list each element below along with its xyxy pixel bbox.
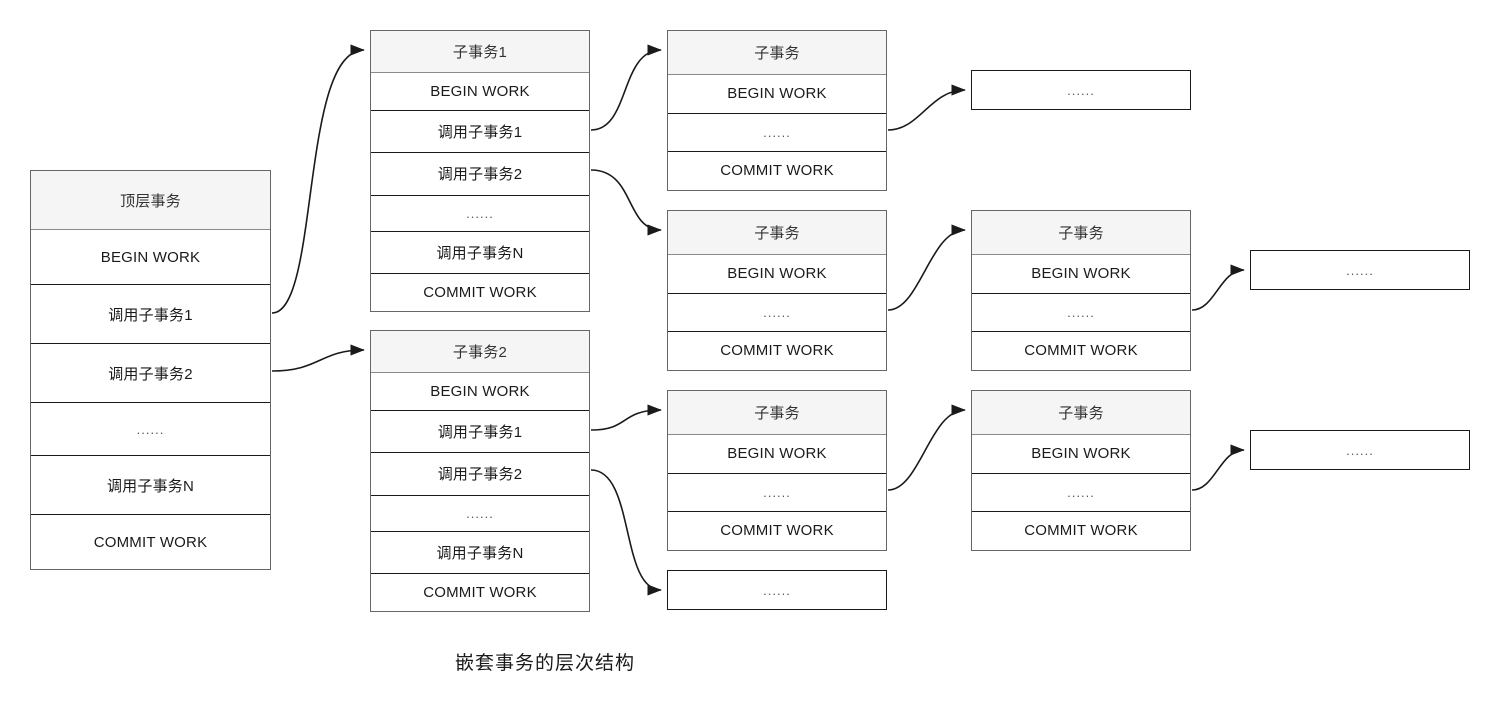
edge-top-call1-to-sub1 — [271, 44, 365, 314]
sub-transaction-c3-a-row: BEGIN WORK — [668, 74, 886, 114]
sub-transaction-c3-b-row: COMMIT WORK — [668, 331, 886, 370]
sub-transaction-c4-b-row: COMMIT WORK — [972, 511, 1190, 550]
top-transaction-title: 顶层事务 — [31, 171, 270, 230]
sub-transaction-c4-a-row: BEGIN WORK — [972, 254, 1190, 294]
edge-sub2-call1-to-c3c — [590, 404, 662, 431]
ellipsis-box-c5-mid: ...... — [1250, 250, 1470, 290]
top-transaction-row: 调用子事务2 — [31, 344, 270, 403]
sub-transaction-c4-b-row: ...... — [972, 474, 1190, 512]
sub-transaction-2-row: 调用子事务1 — [371, 411, 589, 454]
edge-c3a-dots-to-c4top — [887, 84, 966, 131]
sub-transaction-c4-b-row: BEGIN WORK — [972, 434, 1190, 474]
sub-transaction-c3-b-title: 子事务 — [668, 211, 886, 255]
sub-transaction-c3-b-row: ...... — [668, 294, 886, 332]
sub-transaction-2-title: 子事务2 — [371, 331, 589, 374]
sub-transaction-2-row: ...... — [371, 495, 589, 532]
sub-transaction-1-title: 子事务1 — [371, 31, 589, 74]
edge-c3b-dots-to-c4a — [887, 224, 966, 311]
sub-transaction-c4-a-row: COMMIT WORK — [972, 331, 1190, 370]
edge-sub1-call1-to-c3a — [590, 44, 662, 131]
sub-transaction-c3-b-row: BEGIN WORK — [668, 254, 886, 294]
ellipsis-box-c3-row: ...... — [668, 571, 886, 609]
sub-transaction-2-row: 调用子事务N — [371, 531, 589, 574]
diagram-caption: 嵌套事务的层次结构 — [454, 653, 635, 674]
sub-transaction-c3-c-row: ...... — [668, 474, 886, 512]
ellipsis-box-c4-top-row: ...... — [972, 71, 1190, 109]
sub-transaction-c3-a-title: 子事务 — [668, 31, 886, 75]
sub-transaction-c4-a-row: ...... — [972, 294, 1190, 332]
sub-transaction-1-row: 调用子事务1 — [371, 111, 589, 154]
sub-transaction-c4-a-title: 子事务 — [972, 211, 1190, 255]
edge-c3c-dots-to-c4b — [887, 404, 966, 491]
top-transaction-row: 调用子事务1 — [31, 285, 270, 344]
top-transaction-row: 调用子事务N — [31, 456, 270, 515]
sub-transaction-2-row: 调用子事务2 — [371, 453, 589, 496]
sub-transaction-c3-c-title: 子事务 — [668, 391, 886, 435]
edge-sub2-call2-to-c3-dots — [590, 469, 662, 596]
ellipsis-box-c4-top: ...... — [971, 70, 1191, 110]
sub-transaction-c3-a-row: COMMIT WORK — [668, 151, 886, 190]
ellipsis-box-c3: ...... — [667, 570, 887, 610]
sub-transaction-c4-b-title: 子事务 — [972, 391, 1190, 435]
top-transaction-row: COMMIT WORK — [31, 515, 270, 569]
sub-transaction-1-row: 调用子事务N — [371, 231, 589, 274]
sub-transaction-1-row: 调用子事务2 — [371, 153, 589, 196]
top-transaction-row: ...... — [31, 403, 270, 456]
sub-transaction-c3-a-row: ...... — [668, 114, 886, 152]
edge-top-call2-to-sub2 — [271, 344, 365, 372]
edge-c4a-dots-to-c5mid — [1191, 264, 1245, 311]
ellipsis-box-c5-bottom: ...... — [1250, 430, 1470, 470]
edge-sub1-call2-to-c3b — [590, 169, 662, 236]
ellipsis-box-c5-mid-row: ...... — [1251, 251, 1469, 289]
sub-transaction-2-row: BEGIN WORK — [371, 373, 589, 412]
edge-c4b-dots-to-c5bottom — [1191, 444, 1245, 491]
sub-transaction-1-row: BEGIN WORK — [371, 73, 589, 112]
sub-transaction-2-row: COMMIT WORK — [371, 573, 589, 611]
sub-transaction-c3-c-row: COMMIT WORK — [668, 511, 886, 550]
sub-transaction-1-row: COMMIT WORK — [371, 273, 589, 311]
top-transaction-row: BEGIN WORK — [31, 230, 270, 285]
ellipsis-box-c5-bottom-row: ...... — [1251, 431, 1469, 469]
sub-transaction-c3-c-row: BEGIN WORK — [668, 434, 886, 474]
sub-transaction-1-row: ...... — [371, 195, 589, 232]
